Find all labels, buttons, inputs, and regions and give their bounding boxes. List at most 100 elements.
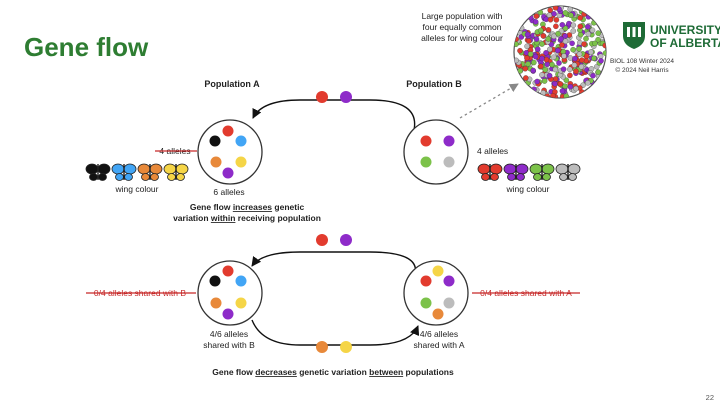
population-allele-dot [573, 68, 579, 75]
population-allele-dot [524, 31, 531, 38]
butterfly-icon [555, 163, 581, 181]
allele-dot [432, 265, 444, 277]
top-caption-line2: variation within receiving population [173, 213, 321, 223]
butterflies-a [85, 163, 189, 181]
large-pop-caption-2: four equally common [423, 22, 502, 32]
b-shared-line1: 4/6 alleles [420, 329, 458, 339]
population-allele-dot [559, 88, 566, 94]
population-allele-dot [576, 46, 582, 52]
population-allele-dot [577, 31, 584, 38]
top-caption-line1: Gene flow increases genetic [190, 202, 305, 212]
allele-dot [443, 275, 455, 287]
population-allele-dot [553, 23, 559, 30]
population-allele-dot [524, 55, 530, 61]
population-allele-dot [567, 66, 573, 73]
butterfly-icon [137, 163, 163, 181]
population-allele-dot [525, 61, 531, 67]
population-allele-dot [533, 13, 540, 19]
population-allele-dot [547, 46, 553, 53]
allele-dot [235, 156, 247, 168]
butterfly-icon [477, 163, 503, 181]
allele-dot [443, 135, 455, 147]
population-allele-dot [560, 66, 567, 72]
population-allele-dot [533, 36, 540, 42]
allele-dot [235, 135, 247, 147]
population-allele-dot [554, 47, 561, 54]
population-allele-dot [546, 72, 553, 79]
population-allele-dot [578, 63, 585, 70]
allele-dot [432, 308, 444, 320]
allele-dot [209, 275, 221, 287]
population-allele-dot [550, 54, 557, 60]
logo-line1: UNIVERSITY [650, 23, 720, 37]
population-allele-dot [538, 63, 544, 70]
population-allele-dot [562, 83, 568, 89]
population-allele-dot [555, 30, 561, 37]
population-allele-dot [561, 53, 567, 59]
allele-dot [420, 156, 432, 168]
bottom-caption: Gene flow decreases genetic variation be… [212, 367, 454, 377]
population-allele-dot [537, 9, 544, 16]
population-allele-dot [558, 36, 565, 42]
population-allele-dot [595, 30, 601, 36]
population-allele-dot [551, 11, 557, 17]
population-allele-dot [562, 38, 569, 45]
population-allele-dot [570, 22, 577, 28]
copyright-label: © 2024 Neil Harris [615, 66, 669, 74]
a-shared-line2: shared with B [203, 340, 255, 350]
population-allele-dot [549, 61, 555, 68]
butterfly-icon [85, 163, 111, 181]
page-number: 22 [706, 393, 714, 402]
allele-dot [235, 275, 247, 287]
population-allele-dot [590, 72, 596, 79]
population-allele-dot [567, 83, 574, 90]
population-allele-dot [534, 78, 540, 85]
allele-dot [209, 135, 221, 147]
population-allele-dot [563, 77, 570, 83]
butterfly-icon [163, 163, 189, 181]
population-allele-dot [537, 27, 544, 34]
allele-dot [235, 297, 247, 309]
population-allele-dot [562, 25, 569, 32]
population-allele-dot [570, 28, 577, 34]
population-allele-dot [559, 22, 566, 28]
population-allele-dot [585, 80, 591, 86]
migrant-allele-red [316, 234, 328, 246]
population-allele-dot [523, 75, 529, 81]
population-allele-dot [532, 53, 539, 60]
gene-flow-arrow-top [252, 99, 416, 131]
allele-dot [210, 156, 222, 168]
population-allele-dot [553, 17, 560, 23]
population-allele-dot [598, 58, 604, 64]
population-allele-dot [567, 72, 573, 79]
population-allele-dot [602, 50, 606, 56]
population-allele-dot [588, 49, 594, 55]
butterflies-b [477, 163, 581, 181]
population-allele-dot [524, 43, 530, 50]
population-allele-dot [570, 46, 576, 53]
migrant-allele-red [316, 91, 328, 103]
population-allele-dot [547, 16, 554, 23]
large-pop-caption-1: Large population with [422, 11, 503, 21]
population-allele-dot [559, 42, 565, 48]
course-label: BIOL 108 Winter 2024 [610, 58, 674, 65]
population-allele-dot [552, 80, 558, 87]
population-allele-dot [571, 62, 578, 68]
population-allele-dot [543, 50, 549, 56]
population-allele-dot [552, 76, 559, 82]
population-allele-dot [522, 65, 529, 72]
population-allele-dot [577, 23, 584, 30]
population-allele-dot [517, 47, 523, 54]
population-allele-dot [573, 85, 579, 92]
pop-b-allele-count: 4 alleles [477, 146, 508, 156]
allele-dot [443, 297, 455, 309]
allele-dot [210, 297, 222, 309]
population-allele-dot [551, 33, 557, 40]
allele-dot [222, 308, 234, 320]
population-allele-dot [569, 40, 575, 47]
population-allele-dot [526, 38, 532, 44]
population-allele-dot [602, 42, 606, 49]
population-allele-dot [585, 24, 591, 30]
